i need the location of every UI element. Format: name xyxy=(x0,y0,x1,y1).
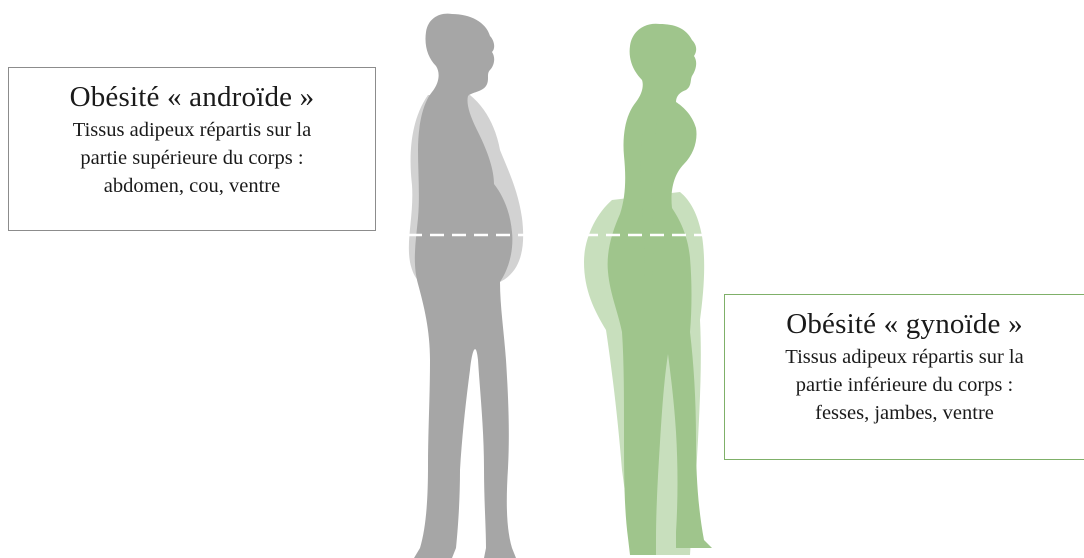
gynoid-title: Obésité « gynoïde » xyxy=(725,307,1084,341)
gynoid-figure xyxy=(584,24,712,555)
android-description: Tissus adipeux répartis sur la partie su… xyxy=(22,116,362,200)
android-label-box: Obésité « androïde » Tissus adipeux répa… xyxy=(8,67,376,231)
gynoid-description: Tissus adipeux répartis sur la partie in… xyxy=(735,343,1075,427)
android-title: Obésité « androïde » xyxy=(9,80,375,114)
gynoid-label-box: Obésité « gynoïde » Tissus adipeux répar… xyxy=(724,294,1084,460)
android-figure xyxy=(409,14,523,558)
